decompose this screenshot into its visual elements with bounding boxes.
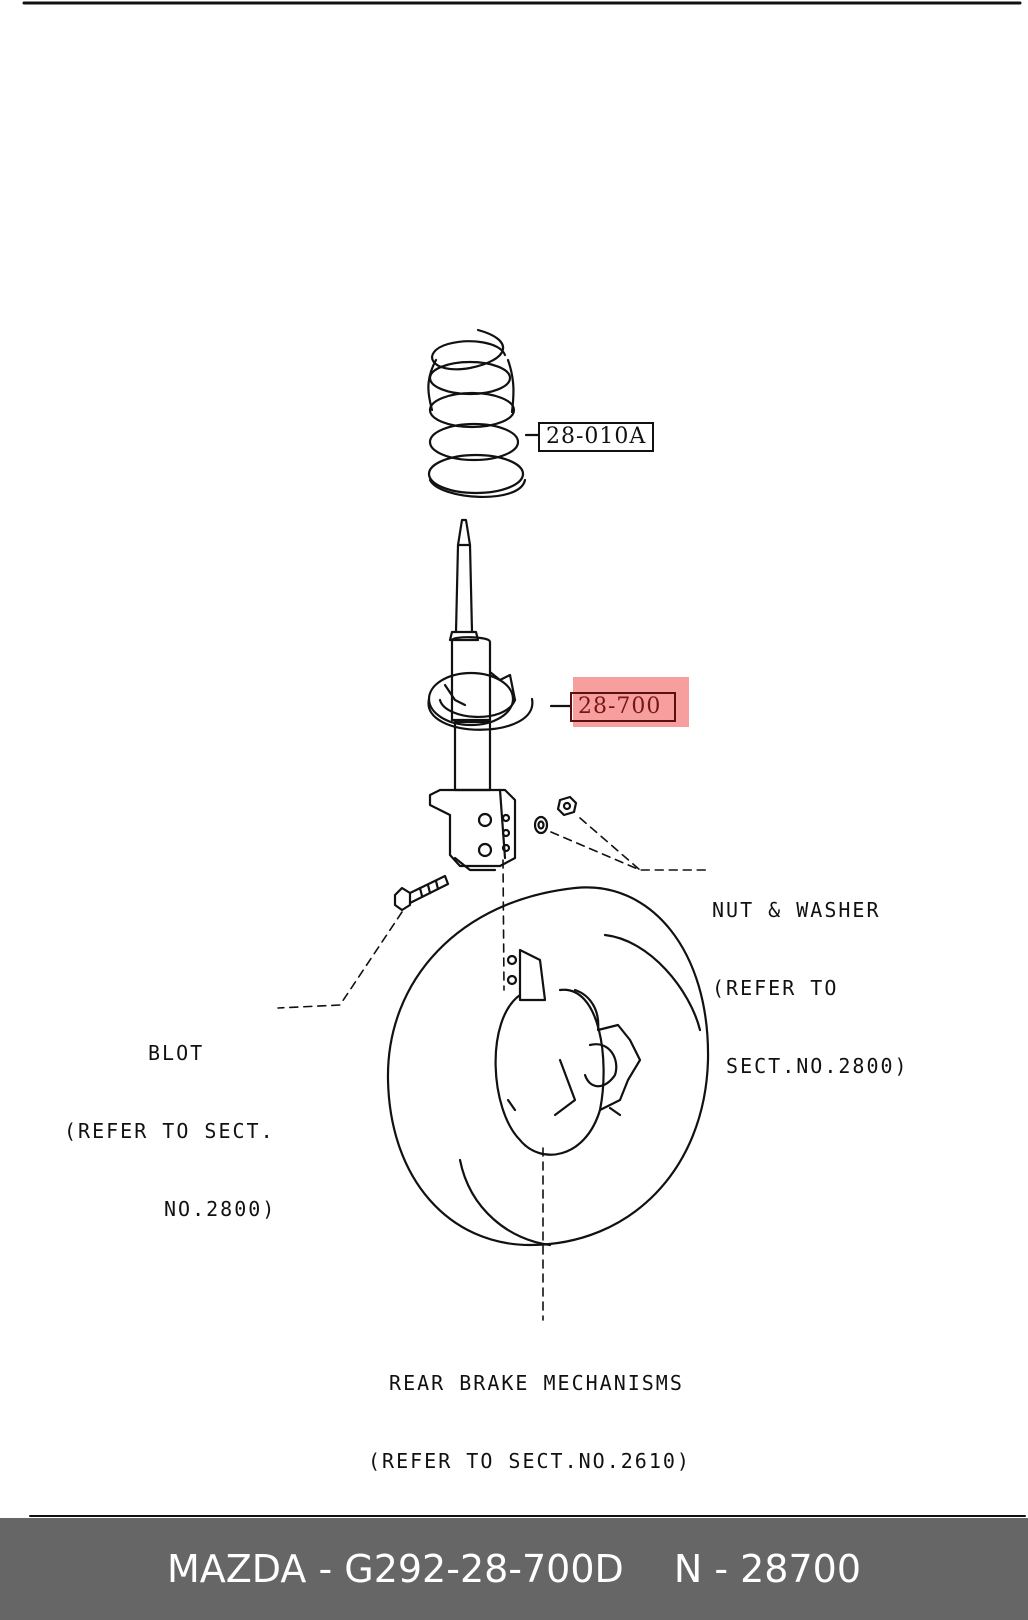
strut-bracket (428, 788, 517, 872)
callout-bolt: BLOT (REFER TO SECT. NO.2800) (64, 988, 276, 1248)
footer-part-number: MAZDA - G292-28-700D (166, 1547, 624, 1591)
callout-bolt-line1: BLOT (148, 1041, 205, 1065)
wheel-and-brake (386, 886, 710, 1247)
piston-rod (448, 518, 480, 642)
callout-nut-washer-line2: (REFER TO (712, 976, 839, 1000)
part-label-strut[interactable]: 28-700 (570, 692, 676, 722)
callout-bolt-line2: (REFER TO SECT. (64, 1119, 275, 1143)
callout-nut-washer: NUT & WASHER (REFER TO SECT.NO.2800) (712, 845, 909, 1105)
callout-bolt-line3: NO.2800) (164, 1197, 277, 1221)
coil-spring (427, 328, 527, 498)
callout-rear-brake-line1: REAR BRAKE MECHANISMS (389, 1371, 684, 1395)
bolt (393, 874, 450, 912)
highlight-strut (573, 677, 689, 727)
nut-and-washer (533, 795, 578, 835)
callout-nut-washer-line1: NUT & WASHER (712, 898, 881, 922)
part-label-spring[interactable]: 28-010A (538, 422, 655, 452)
footer-ref-number: N - 28700 (673, 1547, 861, 1591)
strut-body (427, 636, 573, 792)
callout-nut-washer-line3: SECT.NO.2800) (712, 1054, 909, 1078)
callout-rear-brake-line2: (REFER TO SECT.NO.2610) (368, 1449, 691, 1473)
callout-rear-brake: REAR BRAKE MECHANISMS (REFER TO SECT.NO.… (368, 1318, 691, 1500)
footer-bar: MAZDA - G292-28-700D N - 28700 (0, 1518, 1028, 1620)
leader-lines (277, 817, 711, 1321)
